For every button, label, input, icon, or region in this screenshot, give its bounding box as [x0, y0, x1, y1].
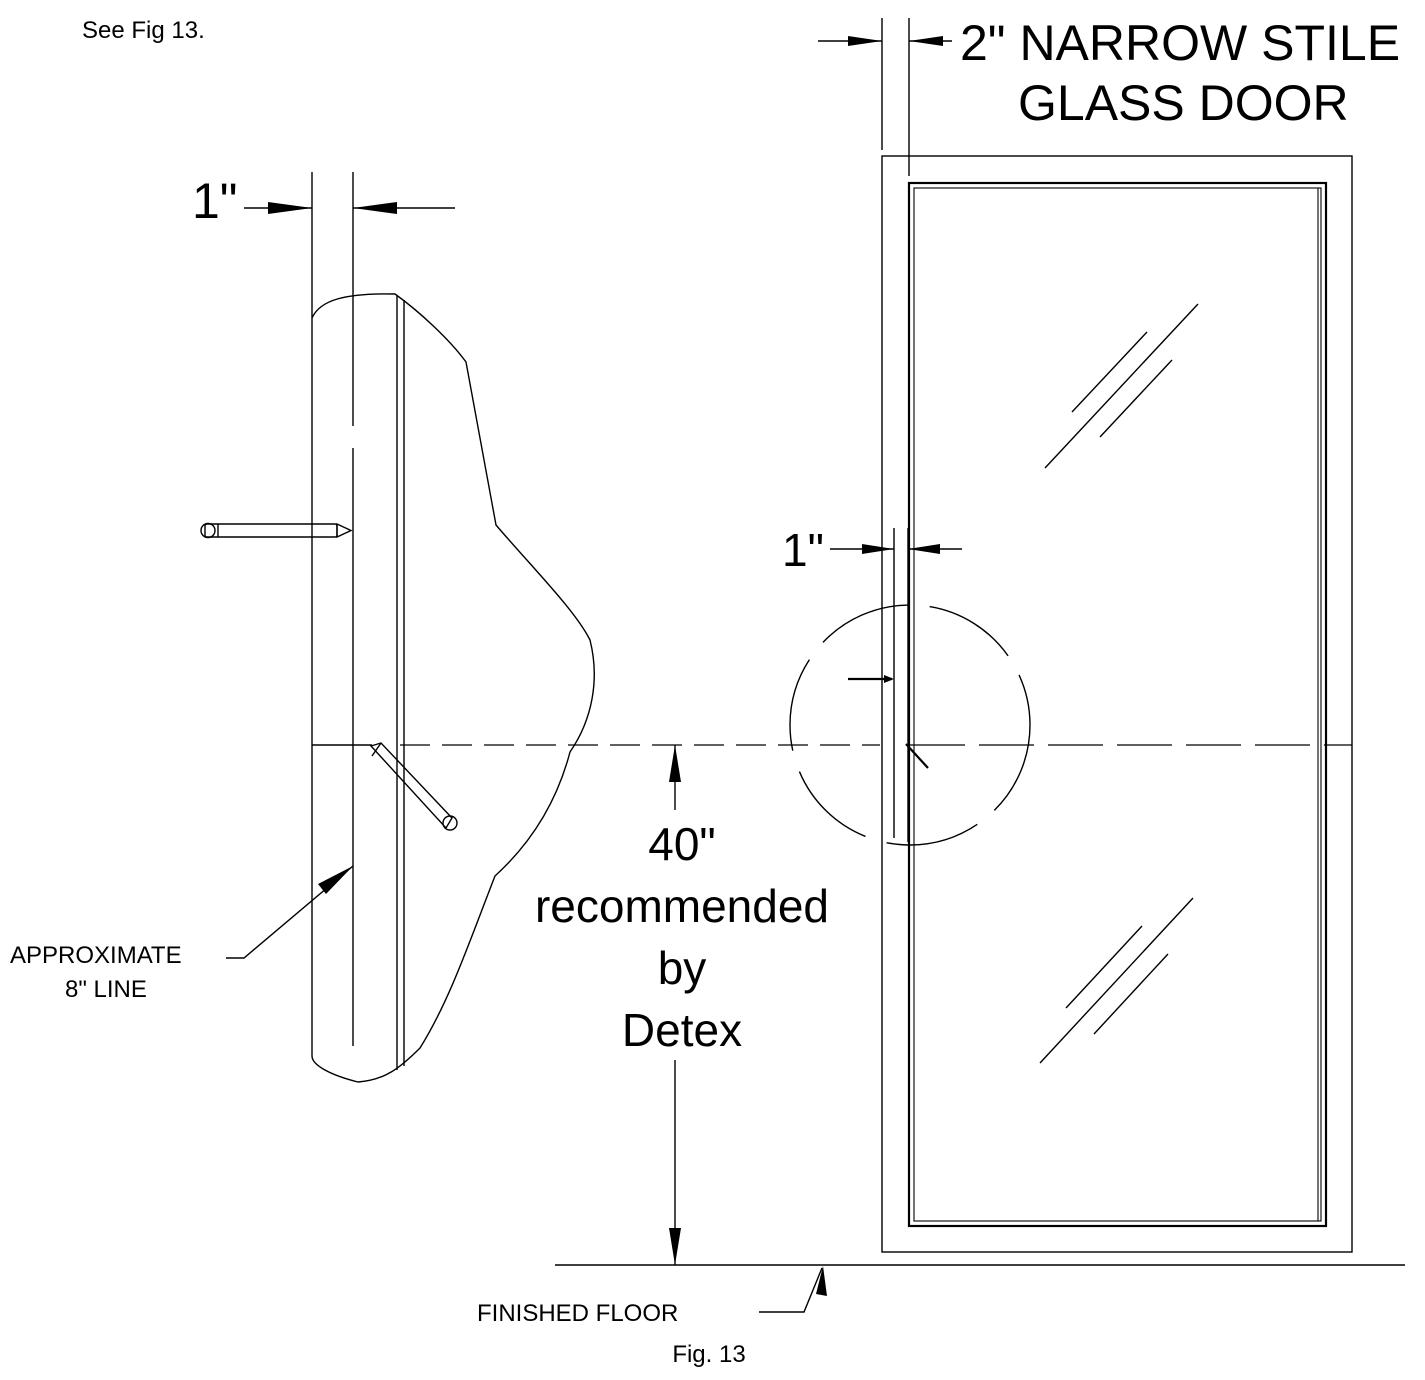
- door-glass-inner: [913, 187, 1322, 1222]
- floor-callout: FINISHED FLOOR: [477, 1266, 827, 1327]
- glass-reflection-5: [1065, 925, 1143, 1009]
- figure-caption: Fig. 13: [672, 1341, 745, 1368]
- mark-angled: [905, 743, 929, 769]
- arrow-left-icon: [353, 202, 397, 214]
- approx-label-line1: APPROXIMATE: [10, 942, 182, 969]
- dimension-1in-left: 1": [192, 173, 455, 229]
- glass-door: [881, 155, 1353, 1253]
- pencil-angled: [369, 742, 458, 831]
- arrow-right-icon: [268, 202, 312, 214]
- arrow-right-icon: [862, 544, 894, 554]
- see-figure-note: See Fig 13.: [82, 17, 205, 44]
- approx-line-callout: APPROXIMATE 8" LINE: [10, 865, 354, 1003]
- door-edge-detail: [200, 172, 595, 1083]
- detail-circle: [789, 604, 1031, 846]
- dimension-1in-left-label: 1": [192, 173, 238, 229]
- arrow-up-icon: [669, 745, 681, 782]
- glass-reflection-2: [1071, 331, 1148, 413]
- glass-reflection-4: [1039, 897, 1194, 1064]
- arrow-down-icon: [669, 1228, 681, 1265]
- dimension-40in: 40" recommended by Detex: [535, 745, 829, 1265]
- glass-reflection-6: [1093, 953, 1169, 1035]
- glass-reflection-1: [1044, 303, 1199, 469]
- door-glass-outer: [907, 181, 1328, 1228]
- pencil-horizontal: [200, 522, 353, 539]
- arrow-left-icon: [909, 36, 943, 46]
- floor-label: FINISHED FLOOR: [477, 1300, 678, 1327]
- glass-reflection-3: [1099, 359, 1173, 438]
- approx-label-line2: 8" LINE: [65, 976, 147, 1003]
- mark-arrow-icon: [884, 675, 894, 683]
- door-frame-outer: [881, 155, 1353, 1253]
- height-note-line3: Detex: [622, 1004, 742, 1056]
- door-title-line2: GLASS DOOR: [1018, 75, 1349, 131]
- leader-arrow-icon: [816, 1266, 827, 1296]
- dimension-1in-door-label: 1": [782, 524, 824, 576]
- dimension-1in-door: 1": [782, 524, 962, 842]
- arrow-right-icon: [848, 36, 882, 46]
- arrow-left-icon: [908, 544, 940, 554]
- door-title-line1: 2" NARROW STILE: [960, 15, 1400, 71]
- dimension-2in-stile: 2" NARROW STILE GLASS DOOR: [818, 15, 1400, 176]
- leader-arrow-icon: [318, 866, 353, 894]
- height-note-line1: recommended: [535, 880, 829, 932]
- door-edge-outline: [311, 293, 595, 1083]
- height-note-line2: by: [658, 942, 707, 994]
- height-value: 40": [648, 818, 716, 870]
